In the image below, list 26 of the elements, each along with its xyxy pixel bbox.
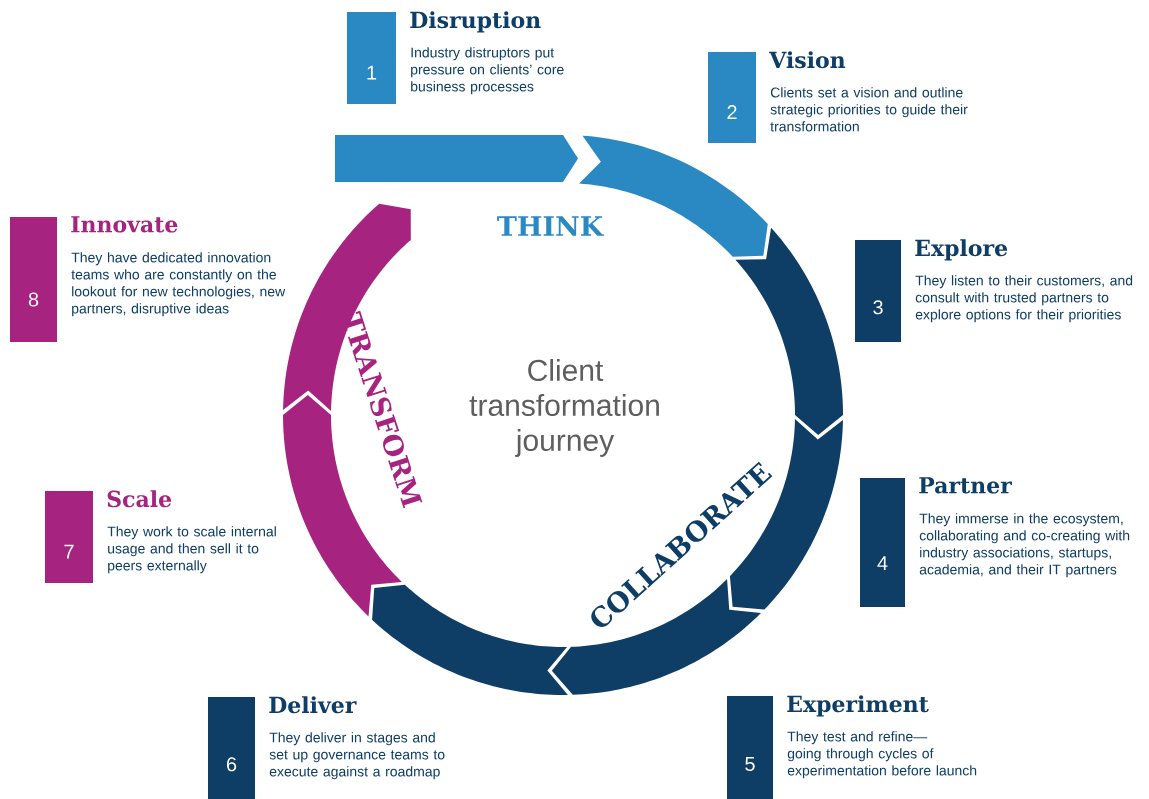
number-box: 1: [347, 12, 396, 104]
phase-label: THINK: [497, 216, 605, 236]
number-box: 4: [860, 478, 905, 607]
center-title: Client transformation journey: [469, 359, 659, 457]
stage-description: Clients set a vision and outline strategic priorities to guide their transformation: [770, 87, 968, 132]
number-box: 5: [727, 696, 773, 799]
stage-description: They immerse in the ecosystem, collaborating and co-creating with industry associations, startups, academia, and their IT partners: [919, 513, 1130, 578]
number-box: 6: [208, 697, 255, 799]
stage-description: They listen to their customers, and consult with trusted partners to explore options for their priorities: [915, 275, 1133, 323]
stage-heading: Innovate: [71, 216, 178, 233]
stage-description: They have dedicated innovation teams who are constantly on the lookout for new technologies, new partners, disruptive ideas: [71, 252, 286, 317]
stage-heading: Vision: [769, 51, 846, 69]
stage-description: They work to scale internal usage and then sell it to peers externally: [107, 526, 276, 574]
stage-heading: Experiment: [787, 695, 929, 717]
number-box: 8: [10, 217, 57, 342]
stage-heading: Scale: [107, 490, 172, 508]
number-box: 7: [45, 491, 93, 583]
stage-heading: Deliver: [269, 696, 357, 714]
stage-heading: Partner: [919, 477, 1012, 494]
stage-heading: Disruption: [410, 11, 541, 33]
stage-heading: Explore: [915, 239, 1008, 261]
stage-description: They deliver in stages and set up governance teams to execute against a roadmap: [269, 732, 445, 780]
number-box: 3: [855, 240, 901, 342]
stage-description: They test and refine—going through cycles of experimentation before launch: [787, 731, 977, 779]
number-box: 2: [708, 52, 756, 143]
stage-description: Industry distruptors put pressure on clients’ core business processes: [411, 47, 564, 95]
